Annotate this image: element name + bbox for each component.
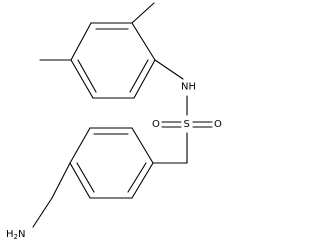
bond-ring2-a	[131, 127, 154, 164]
sulfur-label: S	[184, 119, 190, 130]
aminomethylphenyl-ring	[69, 127, 154, 199]
bond-ring1-double-2	[129, 59, 149, 93]
molecule-structure: NH S O O H2N	[6, 2, 222, 242]
bond-ring1-a	[131, 22, 156, 61]
bond-ring1-d	[70, 59, 94, 99]
nh-label: NH	[181, 82, 196, 93]
bond-ring1-double-3	[77, 59, 97, 93]
bond-ring-to-nh	[154, 59, 184, 80]
bond-ring2-f	[131, 162, 154, 199]
oxygen-right-label: O	[214, 119, 222, 130]
bond-ring2-d	[69, 162, 91, 199]
dimethylphenyl-ring	[70, 22, 156, 99]
bond-ring2-double-2	[76, 162, 95, 193]
bond-ring1-b	[133, 59, 156, 99]
bond-ch2-to-nh2	[32, 197, 53, 228]
amine-label: H2N	[6, 229, 25, 242]
oxygen-left-label: O	[152, 119, 160, 130]
bond-ring2-c	[69, 127, 91, 164]
methyl-bond-upper	[131, 2, 155, 24]
bond-ring1-e	[70, 22, 92, 61]
bond-ring2-double-3	[127, 162, 147, 193]
bond-ring-to-ch2-amine	[51, 162, 71, 199]
